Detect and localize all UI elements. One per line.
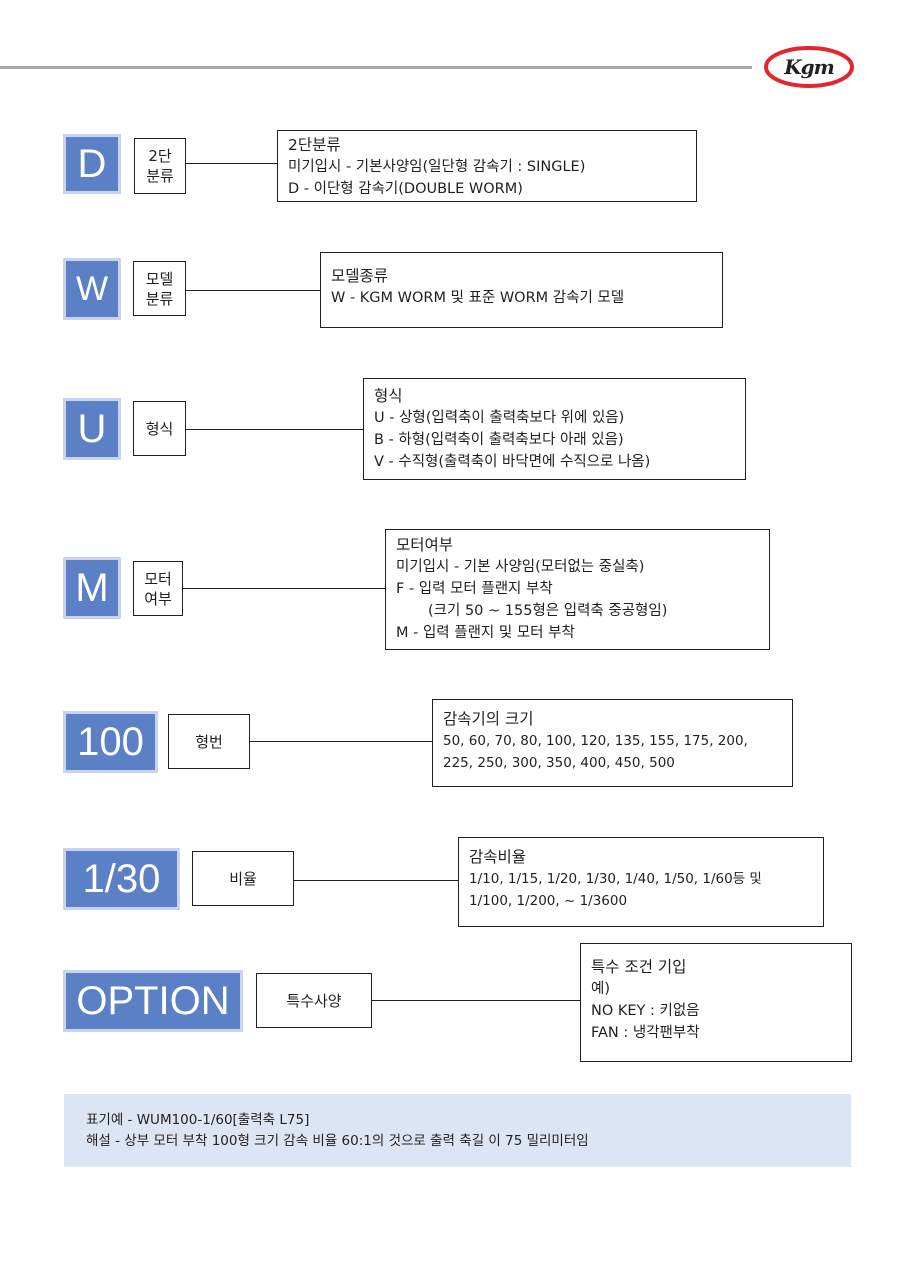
code-box-100: 100 [63, 711, 158, 773]
label-line: 형식 [145, 419, 174, 438]
desc-line: 225, 250, 300, 350, 400, 450, 500 [443, 755, 675, 771]
label-line: 2단 [148, 147, 172, 165]
label-line: 여부 [144, 589, 172, 608]
desc-line: V - 수직형(출력축이 바닥면에 수직으로 나옴) [374, 454, 651, 470]
desc-line: 1/100, 1/200, ~ 1/3600 [469, 893, 628, 909]
kgm-logo: Kgm [763, 44, 855, 90]
code-box-option: OPTION [63, 970, 243, 1032]
explanation-line: 해설 - 상부 모터 부착 100형 크기 감속 비율 60:1의 것으로 출력… [86, 1133, 589, 1149]
code-box-u: U [63, 398, 121, 460]
desc-box-ratio: 감속비율 1/10, 1/15, 1/20, 1/30, 1/40, 1/50,… [458, 837, 824, 927]
label-line: 형번 [195, 732, 223, 751]
desc-line: FAN : 냉각팬부착 [591, 1025, 700, 1041]
desc-box-model: 모델종류 W - KGM WORM 및 표준 WORM 감속기 모델 [320, 252, 723, 328]
code-box-m: M [63, 557, 121, 619]
desc-line: 1/10, 1/15, 1/20, 1/30, 1/40, 1/50, 1/60… [469, 871, 762, 887]
desc-box-size: 감속기의 크기 50, 60, 70, 80, 100, 120, 135, 1… [432, 699, 793, 787]
desc-line: 50, 60, 70, 80, 100, 120, 135, 155, 175,… [443, 733, 748, 749]
label-box-model: 모델 분류 [133, 261, 186, 316]
label-box-size: 형번 [168, 714, 250, 769]
example-note: 표기예 - WUM100-1/60[출력축 L75] 해설 - 상부 모터 부착… [64, 1094, 851, 1167]
desc-title: 모터여부 [396, 536, 454, 554]
code-box-w: W [63, 258, 121, 320]
desc-title: 2단분류 [288, 136, 341, 154]
connector-line [186, 163, 277, 164]
label-box-motor: 모터 여부 [133, 561, 183, 616]
desc-line: 미기입시 - 기본 사양임(모터없는 중실축) [396, 559, 645, 575]
code-box-ratio: 1/30 [63, 848, 180, 910]
label-box-special: 특수사양 [256, 973, 372, 1028]
connector-line [372, 1000, 580, 1001]
label-line: 비율 [229, 869, 257, 888]
desc-box-special: 특수 조건 기입 예) NO KEY : 키없음 FAN : 냉각팬부착 [580, 943, 852, 1062]
desc-title: 감속기의 크기 [443, 710, 534, 728]
desc-line: 미기입시 - 기본사양임(일단형 감속기 : SINGLE) [288, 159, 586, 175]
label-line: 분류 [145, 289, 174, 308]
desc-line: U - 상형(입력축이 출력축보다 위에 있음) [374, 410, 625, 426]
code-text: 1/30 [82, 856, 161, 901]
desc-line: 예) [591, 981, 610, 997]
desc-line: W - KGM WORM 및 표준 WORM 감속기 모델 [331, 290, 625, 306]
label-line: 모터 [144, 569, 172, 588]
label-line: 분류 [146, 167, 174, 185]
code-box-d: D [63, 134, 121, 194]
header-rule [0, 66, 752, 69]
connector-line [294, 880, 458, 881]
code-text: D [77, 141, 107, 186]
example-line: 표기예 - WUM100-1/60[출력축 L75] [86, 1112, 310, 1128]
desc-line: (크기 50 ~ 155형은 입력축 중공형임) [428, 603, 668, 619]
code-text: 100 [77, 719, 144, 764]
desc-box-motor: 모터여부 미기입시 - 기본 사양임(모터없는 중실축) F - 입력 모터 플… [385, 529, 770, 650]
logo-text: Kgm [784, 55, 835, 79]
desc-line: M - 입력 플랜지 및 모터 부착 [396, 625, 575, 641]
label-box-type: 형식 [133, 401, 186, 456]
desc-box-type: 형식 U - 상형(입력축이 출력축보다 위에 있음) B - 하형(입력축이 … [363, 378, 746, 480]
label-box-ratio: 비율 [192, 851, 294, 906]
desc-line: NO KEY : 키없음 [591, 1003, 700, 1019]
desc-line: F - 입력 모터 플랜지 부착 [396, 581, 553, 597]
desc-title: 형식 [374, 387, 403, 405]
code-text: U [77, 406, 107, 451]
connector-line [183, 588, 385, 589]
desc-title: 특수 조건 기입 [591, 958, 687, 976]
connector-line [186, 290, 320, 291]
label-box-classification: 2단 분류 [134, 138, 186, 194]
label-line: 특수사양 [286, 991, 342, 1010]
desc-title: 모델종류 [331, 267, 389, 285]
desc-title: 감속비율 [469, 848, 527, 866]
code-text: OPTION [76, 978, 230, 1023]
desc-line: B - 하형(입력축이 출력축보다 아래 있음) [374, 432, 624, 448]
desc-box-stage: 2단분류 미기입시 - 기본사양임(일단형 감속기 : SINGLE) D - … [277, 130, 697, 202]
code-text: M [75, 565, 109, 610]
connector-line [186, 429, 363, 430]
connector-line [250, 741, 432, 742]
code-text: W [75, 269, 109, 308]
label-line: 모델 [145, 269, 174, 288]
desc-line: D - 이단형 감속기(DOUBLE WORM) [288, 181, 523, 197]
